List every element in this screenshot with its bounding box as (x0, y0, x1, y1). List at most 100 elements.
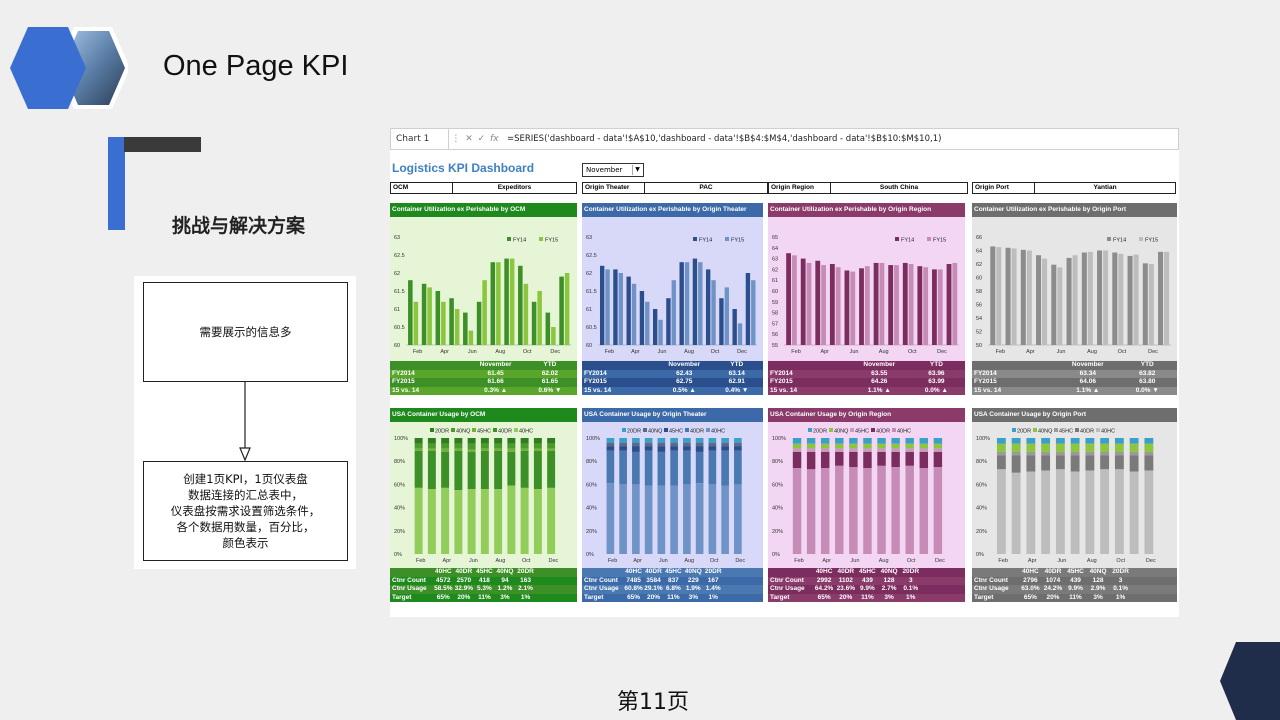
x-tick-label: Dec (937, 349, 947, 355)
stack-segment (467, 451, 476, 490)
legend-label: 20DR (1017, 429, 1031, 435)
x-tick-label: Feb (413, 349, 422, 355)
more-icon[interactable]: ⋮ (451, 134, 461, 144)
bar-fy15 (952, 262, 958, 345)
stats-cell: 63.55 (871, 369, 888, 377)
stack-segment (533, 450, 542, 490)
usage-cell (972, 568, 1019, 577)
y-tick-label: 60% (772, 482, 783, 488)
stack-segment (644, 485, 653, 554)
stack-segment (835, 438, 844, 444)
fx-icon[interactable]: fx (490, 134, 499, 144)
legend-label: 40NQ (1038, 429, 1053, 435)
y-tick-label: 40% (976, 506, 987, 512)
y-tick-label: 60 (976, 276, 982, 282)
stack-segment (414, 448, 423, 451)
stats-cell: 62.02 (541, 369, 558, 377)
stack-segment (533, 443, 542, 449)
stack-segment (891, 451, 900, 467)
name-box[interactable]: Chart 1 (391, 129, 449, 149)
legend-label: 40DR (498, 429, 512, 435)
legend-swatch (622, 428, 626, 432)
x-tick-label: Dec (550, 349, 560, 355)
x-tick-label: Aug (1087, 558, 1097, 564)
enter-icon[interactable]: ✓ (477, 134, 486, 144)
utilization-panel-3[interactable]: Container Utilization ex Perishable by O… (972, 203, 1177, 395)
usage-cell: 2.9% (1090, 585, 1106, 592)
x-tick-label: Oct (711, 349, 720, 355)
x-tick-label: Feb (416, 558, 425, 564)
month-dropdown[interactable]: November▼ (582, 163, 644, 177)
stack-segment (606, 483, 615, 554)
usage-cell: 65% (1023, 593, 1037, 601)
utilization-panel-1[interactable]: Container Utilization ex Perishable by O… (582, 203, 763, 395)
cancel-icon[interactable]: ✕ (465, 134, 473, 144)
stack-segment (454, 448, 463, 451)
usage-cell: 0.1% (1113, 585, 1129, 592)
stats-cell: 15 vs. 14 (974, 386, 1002, 394)
legend-swatch (493, 428, 497, 432)
bar-fy14 (705, 269, 711, 345)
chevron-down-icon[interactable]: ▼ (632, 165, 642, 175)
stack-segment (734, 446, 742, 451)
utilization-panel-0[interactable]: Container Utilization ex Perishable by O… (390, 203, 577, 395)
panel-title: Container Utilization ex Perishable by O… (390, 203, 577, 217)
legend-label: 40HC (1101, 429, 1115, 435)
stack-segment (792, 443, 802, 449)
usage-cell: 4572 (436, 576, 451, 584)
y-tick-label: 100% (772, 436, 786, 442)
usage-cell: 94 (501, 576, 509, 584)
stack-segment (835, 443, 844, 449)
utilization-panel-2[interactable]: Container Utilization ex Perishable by O… (768, 203, 965, 395)
stack-segment (632, 446, 640, 452)
stack-segment (1129, 451, 1139, 456)
usage-cell: 20% (646, 593, 660, 601)
usage-cell: 65% (627, 593, 641, 601)
stats-cell: November (1071, 361, 1104, 368)
stack-segment (905, 465, 914, 554)
stack-segment (441, 438, 450, 444)
filter-value[interactable]: Expeditors (497, 184, 532, 191)
usage-cell: 1074 (1045, 576, 1061, 584)
formula-input[interactable]: =SERIES('dashboard - data'!$A$10,'dashbo… (507, 134, 942, 144)
filter-value[interactable]: PAC (699, 184, 713, 191)
legend-swatch (664, 428, 668, 432)
stack-segment (657, 442, 666, 447)
panel-title: USA Container Usage by Origin Region (768, 408, 965, 422)
filter-value[interactable]: Yantian (1093, 184, 1117, 191)
stack-segment (996, 443, 1006, 452)
stack-segment (708, 438, 717, 443)
stats-cell: 64.26 (871, 378, 888, 385)
stack-segment (792, 468, 802, 554)
slide-title: One Page KPI (163, 50, 349, 82)
x-tick-label: Apr (1028, 558, 1037, 564)
filter-value[interactable]: South China (879, 184, 919, 191)
stack-segment (494, 489, 503, 554)
excel-dashboard-screenshot: Chart 1 ⋮ ✕ ✓ fx =SERIES('dashboard - da… (390, 128, 1179, 617)
accent-bar-horizontal (124, 137, 201, 152)
usage-cell: 3 (908, 576, 913, 584)
legend-label: FY14 (901, 238, 914, 244)
bar-fy14 (435, 291, 441, 345)
y-tick-label: 50 (976, 343, 982, 349)
stack-segment (1026, 471, 1036, 554)
y-tick-label: 52 (976, 330, 982, 336)
